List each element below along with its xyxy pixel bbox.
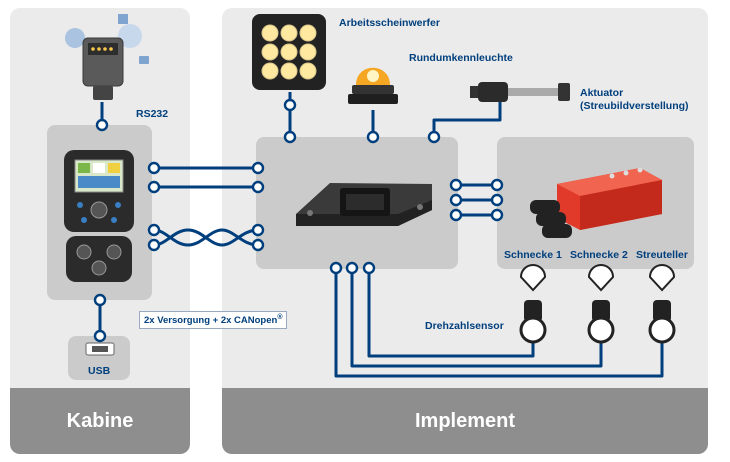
- connector-dot: [490, 193, 504, 207]
- work-light-label: Arbeitsscheinwerfer: [339, 17, 440, 29]
- connector-dot: [449, 208, 463, 222]
- usb-stick-icon: [85, 342, 115, 356]
- connector-dot: [147, 161, 161, 175]
- hydraulic-valve-icon: [530, 167, 662, 238]
- connector-dot: [251, 161, 265, 175]
- implement-title: Implement: [222, 388, 708, 454]
- rs232-gateway-icon: [65, 14, 149, 100]
- actuator-wire: [432, 102, 502, 137]
- cabin-title: Kabine: [10, 388, 190, 454]
- speed-sensor-auger2-icon: [587, 264, 615, 344]
- connector-dot: [449, 178, 463, 192]
- actuator-icon: [470, 82, 570, 102]
- connector-dot: [490, 178, 504, 192]
- connector-dot: [147, 180, 161, 194]
- controller-ecu-icon: [296, 183, 432, 226]
- connector-dot: [366, 130, 380, 144]
- twisted-wire-b: [153, 228, 259, 247]
- connector-dot: [283, 98, 297, 112]
- connector-dot: [93, 329, 107, 343]
- usb-label: USB: [88, 365, 111, 377]
- connector-dot: [95, 118, 109, 132]
- connector-dot: [251, 223, 265, 237]
- connector-dot: [283, 130, 297, 144]
- connector-dot: [449, 193, 463, 207]
- bus-registered-mark: ®: [277, 314, 283, 321]
- sensor-wire-auger2: [350, 268, 603, 368]
- beacon-label: Rundumkennleuchte: [409, 52, 513, 64]
- work-light-icon: [252, 14, 326, 90]
- bus-badge: 2x Versorgung + 2x CANopen®: [139, 311, 288, 330]
- connector-dot: [490, 208, 504, 222]
- connector-dot: [147, 223, 161, 237]
- connector-dot: [251, 238, 265, 252]
- speed-sensor-label: Drehzahlsensor: [425, 320, 504, 332]
- connector-dot: [251, 180, 265, 194]
- connector-dot: [345, 261, 359, 275]
- sensor-wire-spinner: [334, 268, 664, 378]
- connector-dot: [147, 238, 161, 252]
- terminal-icon: [64, 150, 134, 282]
- actuator-label-line2: (Streubildverstellung): [580, 99, 689, 112]
- sensor-wire-auger1: [367, 268, 535, 358]
- connector-dot: [427, 130, 441, 144]
- speed-sensor-spinner-icon: [648, 264, 676, 344]
- spinner-label: Streuteller: [636, 249, 688, 261]
- connector-dot: [93, 293, 107, 307]
- auger1-label: Schnecke 1: [504, 249, 562, 261]
- connector-dot: [362, 261, 376, 275]
- speed-sensor-auger1-icon: [519, 264, 547, 344]
- beacon-icon: [348, 67, 398, 104]
- bus-label: 2x Versorgung + 2x CANopen: [144, 315, 278, 327]
- connector-dot: [329, 261, 343, 275]
- auger2-label: Schnecke 2: [570, 249, 628, 261]
- actuator-label-line1: Aktuator: [580, 87, 624, 99]
- actuator-label: Aktuator (Streubildverstellung): [580, 87, 689, 112]
- rs232-label: RS232: [136, 108, 169, 120]
